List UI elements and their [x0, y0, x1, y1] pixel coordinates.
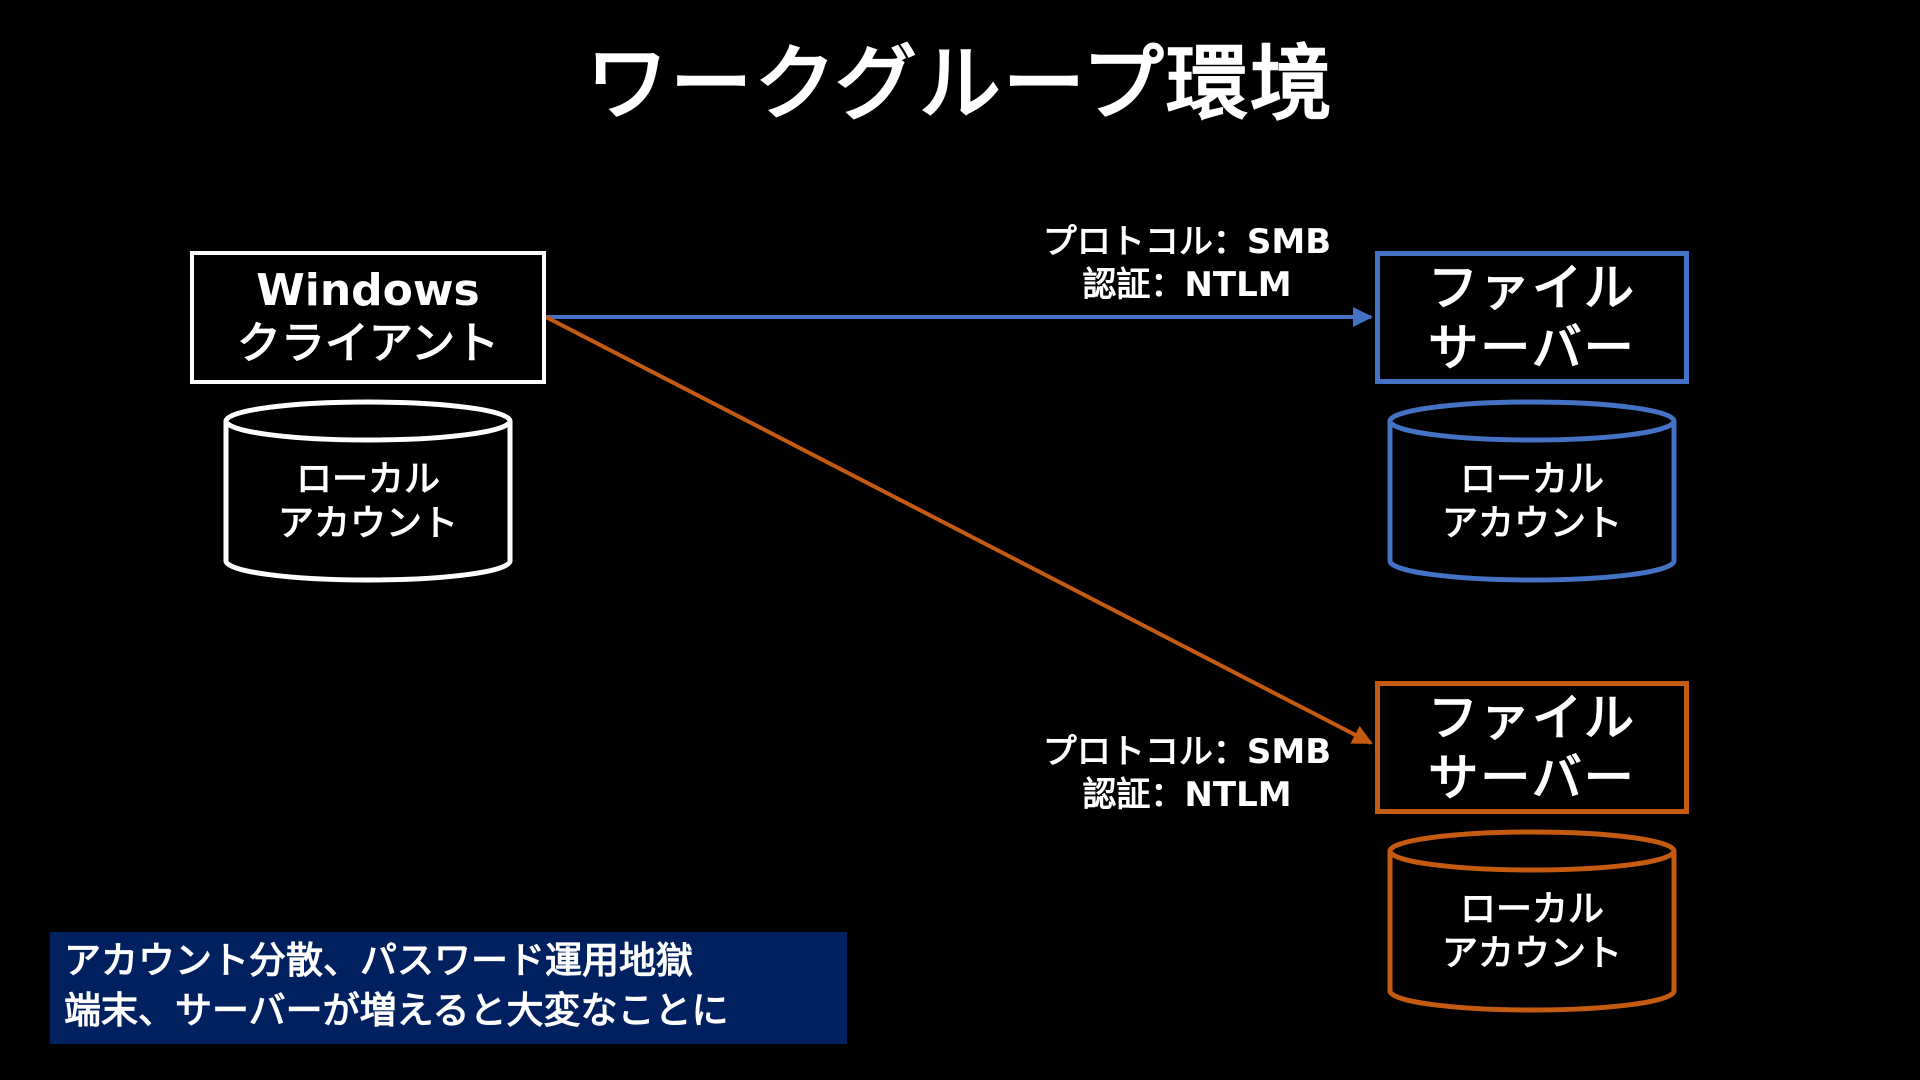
problem-note-box: アカウント分散、パスワード運用地獄 端末、サーバーが増えると大変なことに: [50, 932, 847, 1044]
server1-label-line2: サーバー: [1428, 318, 1636, 377]
server2-db-line2: アカウント: [1441, 933, 1622, 974]
server1-database-icon: [1387, 399, 1677, 583]
client-label-line1: Windows: [256, 264, 480, 316]
connection-line-smb-server2: [545, 315, 1373, 745]
server2-database-icon: [1387, 829, 1677, 1013]
server1-protocol-label: プロトコル：SMB 認証：NTLM: [1017, 221, 1357, 307]
client-label-line2: クライアント: [236, 317, 500, 369]
server2-protocol-label: プロトコル：SMB 認証：NTLM: [1017, 731, 1357, 817]
server2-auth-text: 認証：NTLM: [1082, 775, 1292, 815]
server1-db-line1: ローカル: [1459, 459, 1604, 500]
server1-auth-text: 認証：NTLM: [1082, 265, 1292, 305]
note-line1: アカウント分散、パスワード運用地獄: [64, 939, 693, 982]
server1-database-label: ローカル アカウント: [1390, 458, 1674, 546]
server1-label-line1: ファイル: [1428, 258, 1636, 317]
client-db-line2: アカウント: [277, 503, 458, 544]
server2-label-line1: ファイル: [1428, 688, 1636, 747]
server2-db-line1: ローカル: [1459, 889, 1604, 930]
server1-db-line2: アカウント: [1441, 503, 1622, 544]
client-database-icon: [223, 399, 513, 583]
windows-client-box: Windows クライアント: [190, 251, 546, 384]
file-server-box-2: ファイル サーバー: [1375, 681, 1689, 814]
server2-label-line2: サーバー: [1428, 748, 1636, 807]
client-db-line1: ローカル: [295, 459, 440, 500]
server1-protocol-text: プロトコル：SMB: [1042, 222, 1332, 262]
file-server-box-1: ファイル サーバー: [1375, 251, 1689, 384]
server2-protocol-text: プロトコル：SMB: [1042, 732, 1332, 772]
server2-database-label: ローカル アカウント: [1390, 888, 1674, 976]
note-line2: 端末、サーバーが増えると大変なことに: [64, 989, 729, 1032]
slide-title: ワークグループ環境: [586, 37, 1334, 132]
client-database-label: ローカル アカウント: [226, 458, 510, 546]
